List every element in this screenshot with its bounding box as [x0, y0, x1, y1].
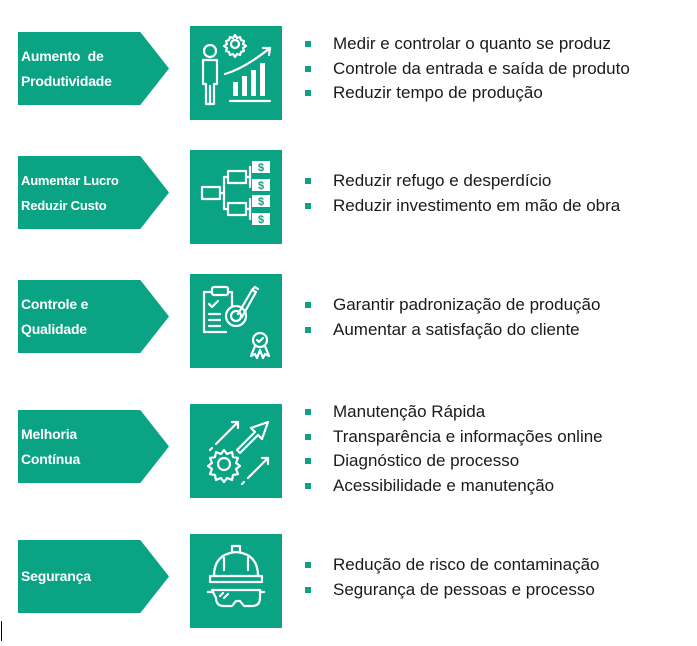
arrow-label-box: Aumentar Lucro Reduzir Custo — [18, 156, 169, 229]
label-line: Reduzir Custo — [21, 197, 107, 213]
bullet-text: Acessibilidade e manutenção — [333, 475, 555, 495]
bullet-text: Transparência e informações online — [333, 426, 603, 446]
label-line: Segurança — [21, 568, 91, 584]
bullet-text: Medir e controlar o quanto se produz — [333, 34, 611, 53]
arrow-label-box: Melhoria Contínua — [18, 410, 169, 483]
bullet-text: Diagnóstico de processo — [333, 451, 520, 470]
arrow-label-box: Segurança — [18, 540, 169, 613]
section-productivity: Aumento de Produtividade Medir e control… — [0, 26, 697, 122]
bullet-text: Garantir padronização de produção — [333, 295, 601, 314]
label-line: Contínua — [21, 450, 81, 467]
bullet-list: Redução de risco de contaminação Seguran… — [300, 553, 600, 602]
list-item: Controle da entrada e saída de produto — [300, 57, 630, 82]
label-line: Produtividade — [21, 72, 112, 89]
bullet-text: Segurança de pessoas e processo — [333, 579, 595, 599]
bullet-square — [305, 326, 311, 333]
label-line: Melhoria — [21, 425, 77, 442]
bullet-list: Manutenção Rápida Transparência e inform… — [300, 400, 603, 498]
label-line: Qualidade — [21, 320, 87, 337]
bullet-text: Reduzir tempo de produção — [333, 83, 543, 102]
label-line: Controle e — [21, 295, 89, 312]
arrow-label-box: Aumento de Produtividade — [18, 32, 169, 105]
bullet-square — [305, 202, 311, 209]
list-item: Redução de risco de contaminação — [300, 553, 600, 578]
bullet-text: Aumentar a satisfação do cliente — [333, 319, 580, 339]
arrow-label-box: Controle e Qualidade — [18, 280, 169, 353]
label-line: Aumentar Lucro — [21, 172, 119, 188]
list-item: Reduzir investimento em mão de obra — [300, 194, 620, 219]
bullet-square — [305, 562, 311, 568]
bullet-square — [305, 433, 311, 440]
section-continuous-improvement: Melhoria Contínua Manutenção Rápida Tran… — [0, 402, 697, 500]
safety-helmet-icon — [190, 534, 282, 628]
section-safety: Segurança Redução de risco de contaminaç… — [0, 534, 697, 630]
list-item: Reduzir refugo e desperdício — [300, 169, 620, 194]
svg-text:$: $ — [258, 196, 264, 208]
bullet-square — [305, 482, 311, 489]
text-cursor — [1, 621, 2, 641]
list-item: Acessibilidade e manutenção — [300, 474, 603, 499]
bullet-square — [305, 65, 311, 72]
section-label: Controle e Qualidade — [21, 280, 146, 353]
section-label: Melhoria Contínua — [21, 410, 146, 483]
list-item: Transparência e informações online — [300, 425, 603, 450]
section-label: Segurança — [21, 540, 146, 613]
productivity-icon — [190, 26, 282, 120]
svg-text:$: $ — [258, 162, 264, 174]
list-item: Diagnóstico de processo — [300, 449, 603, 474]
bullet-list: Medir e controlar o quanto se produz Con… — [300, 32, 630, 106]
list-item: Manutenção Rápida — [300, 400, 603, 425]
list-item: Garantir padronização de produção — [300, 293, 600, 318]
bullet-square — [305, 90, 311, 96]
bullet-list: Garantir padronização de produção Aument… — [300, 293, 600, 342]
label-line: Aumento de — [21, 47, 104, 64]
bullet-square — [305, 178, 311, 184]
bullet-square — [305, 302, 311, 308]
section-label: Aumentar Lucro Reduzir Custo — [21, 156, 146, 229]
continuous-improvement-icon — [190, 404, 282, 498]
bullet-square — [305, 458, 311, 464]
svg-text:$: $ — [258, 214, 264, 226]
cost-tree-icon: $ $ $ $ — [190, 150, 282, 244]
section-label: Aumento de Produtividade — [21, 32, 146, 105]
list-item: Medir e controlar o quanto se produz — [300, 32, 630, 57]
bullet-list: Reduzir refugo e desperdício Reduzir inv… — [300, 169, 620, 218]
bullet-square — [305, 409, 311, 415]
bullet-text: Manutenção Rápida — [333, 402, 486, 421]
list-item: Reduzir tempo de produção — [300, 81, 630, 106]
quality-control-icon — [190, 274, 282, 368]
bullet-square — [305, 586, 311, 593]
section-profit: Aumentar Lucro Reduzir Custo $ $ $ $ — [0, 150, 697, 246]
bullet-text: Redução de risco de contaminação — [333, 555, 600, 574]
section-quality: Controle e Qualidade Garantir padronizaç… — [0, 274, 697, 370]
svg-text:$: $ — [258, 180, 264, 192]
list-item: Segurança de pessoas e processo — [300, 578, 600, 603]
bullet-text: Controle da entrada e saída de produto — [333, 58, 630, 78]
bullet-square — [305, 41, 311, 47]
bullet-text: Reduzir refugo e desperdício — [333, 171, 552, 190]
list-item: Aumentar a satisfação do cliente — [300, 318, 600, 343]
bullet-text: Reduzir investimento em mão de obra — [333, 195, 621, 215]
